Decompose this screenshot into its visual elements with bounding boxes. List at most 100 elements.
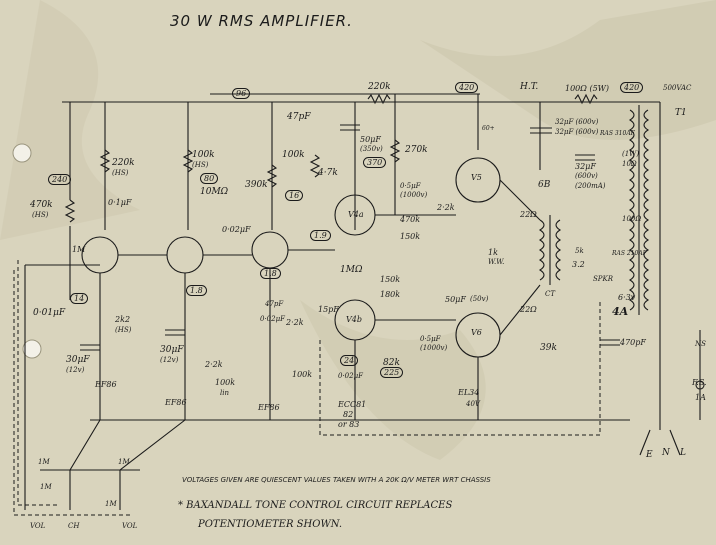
mains-live-label: L — [680, 448, 686, 458]
component-label: (12v) — [66, 366, 85, 374]
voltage-mark: 1.8 — [186, 285, 207, 296]
tube-type-label: EL34 — [458, 388, 480, 397]
component-label: 50μF — [445, 295, 466, 304]
component-label: 22Ω — [520, 210, 537, 219]
tube-label-v1: EF86 — [95, 380, 117, 389]
ht-label: H.T. — [520, 82, 539, 92]
component-label: (HS) — [32, 211, 49, 219]
voltage-mark: 14 — [70, 293, 89, 304]
component-label: 100Ω (5W) — [565, 84, 609, 93]
component-label: 32μF — [575, 162, 596, 171]
voltage-mark: 1.8 — [260, 268, 281, 279]
component-label: 180k — [380, 290, 401, 299]
control-label-vol: VOL — [30, 522, 46, 530]
component-label: 100Ω — [622, 215, 642, 223]
component-label: 390k — [245, 180, 268, 190]
component-label: 150k — [400, 232, 421, 241]
component-label: W.W. — [488, 258, 505, 266]
component-label: 32μF (600v) — [555, 128, 599, 136]
component-label: 0·02μF — [260, 315, 285, 323]
voltage-mark: 420 — [620, 82, 644, 93]
binder-hole-top — [12, 143, 32, 163]
component-label: 0·02μF — [222, 225, 251, 234]
component-label: 500VAC — [663, 84, 692, 92]
misc-label: 60+ — [482, 125, 495, 132]
tube-label-v3: EF86 — [258, 403, 280, 412]
tube-type-label: ECC81 — [338, 400, 367, 409]
voltage-mark: 225 — [380, 367, 404, 378]
component-label: 32μF (600v) — [555, 118, 599, 126]
component-label: 270k — [405, 145, 428, 155]
component-label: 4A — [612, 305, 629, 318]
component-label: 3.2 — [572, 260, 585, 269]
component-label: 0·01μF — [33, 308, 66, 318]
component-label: 100k — [215, 378, 236, 387]
component-label: (HS) — [115, 326, 132, 334]
transformer-label: T1 — [675, 108, 687, 118]
tube-type-label: 82 — [343, 410, 354, 419]
component-label: (1000v) — [400, 191, 428, 199]
mains-neutral-label: N — [662, 448, 670, 458]
component-label: 30μF — [160, 345, 184, 355]
component-label: lin — [220, 389, 229, 397]
voltage-mark: 370 — [363, 157, 387, 168]
component-label: 100k — [192, 150, 215, 160]
component-label: 100k — [282, 150, 305, 160]
component-label: 10MΩ — [200, 187, 229, 197]
component-label: F.S. — [692, 378, 707, 387]
misc-label: 1M — [105, 500, 117, 508]
component-label: 5k — [575, 247, 584, 255]
voltage-mark: 1.9 — [310, 230, 331, 241]
component-label: (12v) — [160, 356, 179, 364]
component-label: 2·2k — [437, 203, 455, 212]
component-label: 82k — [383, 358, 400, 368]
component-label: 470pF — [620, 338, 646, 347]
component-label: 150k — [380, 275, 401, 284]
baxandall-footnote-2: POTENTIOMETER SHOWN. — [198, 519, 343, 530]
component-label: 470k — [400, 215, 421, 224]
component-label: 0·02μF — [338, 372, 363, 380]
mains-earth-label: E — [646, 450, 653, 460]
misc-label: 40V — [466, 400, 480, 408]
component-label: 2k2 — [115, 315, 131, 324]
component-label: 100k — [292, 370, 313, 379]
misc-label: 1M — [38, 458, 50, 466]
speaker-label: SPKR — [593, 275, 614, 283]
misc-label: 1M — [118, 458, 130, 466]
component-label: 1k — [488, 248, 498, 257]
tube-label-v4b: V4b — [346, 315, 362, 324]
voltage-footnote: VOLTAGES GIVEN ARE QUIESCENT VALUES TAKE… — [182, 476, 491, 484]
component-label: 0·5μF — [420, 335, 441, 343]
component-label: 470k — [30, 200, 53, 210]
component-label: 0·5μF — [400, 182, 421, 190]
component-label: 10Ω — [622, 160, 637, 168]
component-label: (HS) — [112, 169, 129, 177]
tube-label-v2: EF86 — [165, 398, 187, 407]
page-title: 30 W RMS AMPLIFIER. — [170, 12, 353, 30]
voltage-mark: 80 — [200, 173, 219, 184]
voltage-mark: 420 — [455, 82, 479, 93]
voltage-mark: 24 — [340, 355, 359, 366]
component-label: 15pF — [318, 305, 339, 314]
component-label: 1M — [72, 245, 86, 254]
misc-label: 6B — [538, 180, 551, 190]
component-label: 220k — [112, 158, 135, 168]
component-label: (600v) — [575, 172, 598, 180]
component-label: 22Ω — [520, 305, 537, 314]
tube-type-label: or 83 — [338, 420, 360, 429]
component-label: 6·3v — [618, 293, 636, 302]
component-label: 30μF — [66, 355, 90, 365]
component-label: 220k — [368, 82, 391, 92]
component-label: 2·2k — [205, 360, 223, 369]
component-label: 39k — [540, 343, 557, 353]
binder-hole-bottom — [22, 339, 42, 359]
tube-label-v6: V6 — [471, 328, 482, 337]
component-label: (1W) — [622, 150, 640, 158]
component-label: 0·1μF — [108, 198, 132, 207]
baxandall-footnote: * BAXANDALL TONE CONTROL CIRCUIT REPLACE… — [178, 500, 453, 511]
misc-label: CT — [545, 290, 556, 298]
control-label-ch: CH — [68, 522, 80, 530]
control-label-vol: VOL — [122, 522, 138, 530]
